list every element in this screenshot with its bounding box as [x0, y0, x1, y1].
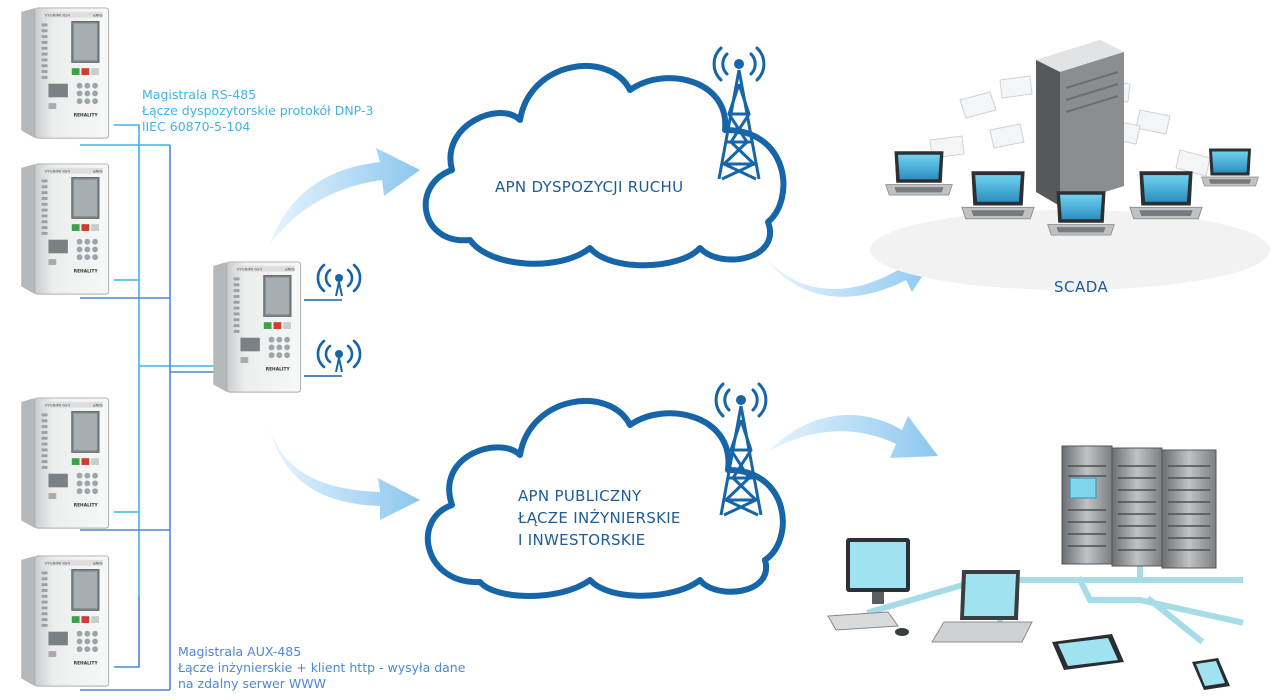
- server-network-illustration: [827, 445, 1244, 690]
- scada-label: SCADA: [1054, 278, 1109, 296]
- relay-device-1: [20, 7, 110, 139]
- rs485-bus-label: Magistrala RS-485 Łącze dyspozytorskie p…: [142, 87, 373, 135]
- arrow-gateway-to-bottom-cloud: [268, 420, 420, 520]
- relay-device-4: [20, 555, 110, 687]
- laptop-icon-4: [1129, 170, 1203, 220]
- relay-device-gateway: [212, 261, 302, 393]
- cloud-public-line-1: APN PUBLICZNY: [518, 487, 642, 505]
- wireless-icon-upper: [316, 263, 362, 296]
- rs485-label-line-3: lIEC 60870-5-104: [142, 119, 251, 134]
- rs485-label-line-1: Magistrala RS-485: [142, 87, 257, 102]
- laptop-icon-3: [1047, 190, 1115, 236]
- cloud-public-line-3: I INWESTORSKIE: [518, 531, 646, 549]
- cloud-dispatch-line-1: APN DYSPOZYCJI RUCHU: [495, 178, 684, 196]
- laptop-icon-1: [885, 150, 953, 196]
- rs485-bus-lines: [80, 124, 215, 596]
- relay-device-3: [20, 397, 110, 529]
- cloud-public: [424, 398, 786, 599]
- aux485-label-line-1: Magistrala AUX-485: [178, 644, 302, 659]
- aux485-label-line-2: Łącze inżynierskie + klient http - wysył…: [178, 660, 466, 675]
- scada-illustration: [870, 40, 1270, 290]
- cloud-public-line-2: ŁĄCZE INŻYNIERSKIE: [518, 509, 681, 527]
- laptop-icon-5: [1201, 148, 1259, 187]
- rs485-label-line-2: Łącze dyspozytorskie protokół DNP-3: [142, 103, 374, 118]
- cloud-public-label: APN PUBLICZNY ŁĄCZE INŻYNIERSKIE I INWES…: [518, 485, 681, 551]
- relay-device-2: [20, 163, 110, 295]
- wireless-icon-lower: [316, 339, 362, 372]
- arrow-bottom-cloud-to-servers: [768, 414, 938, 458]
- aux485-bus-label: Magistrala AUX-485 Łącze inżynierskie + …: [178, 644, 465, 692]
- laptop-icon-2: [961, 170, 1035, 220]
- cloud-dispatch: [422, 63, 787, 269]
- gateway-links: [304, 299, 342, 377]
- aux485-label-line-3: na zdalny serwer WWW: [178, 676, 326, 691]
- aux485-bus-lines: [80, 145, 215, 691]
- cloud-dispatch-label: APN DYSPOZYCJI RUCHU: [495, 176, 683, 198]
- arrow-gateway-to-top-cloud: [270, 148, 420, 244]
